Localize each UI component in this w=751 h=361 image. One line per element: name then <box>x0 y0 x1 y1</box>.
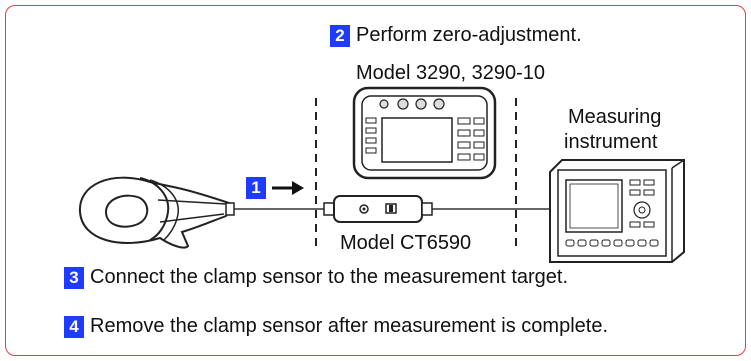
step-3-text: Connect the clamp sensor to the measurem… <box>90 266 569 288</box>
step-2-label: 2 Perform zero-adjustment. <box>330 24 582 47</box>
step-2-text: Perform zero-adjustment. <box>356 24 582 46</box>
step-1-label: 1 <box>246 177 272 199</box>
step-4-label: 4 Remove the clamp sensor after measurem… <box>64 315 608 338</box>
step-2-badge: 2 <box>330 24 350 47</box>
arrow-right-icon <box>272 181 304 195</box>
step-3-badge: 3 <box>64 266 84 289</box>
model-ct6590-label: Model CT6590 <box>340 232 472 254</box>
measuring-instrument-icon <box>549 159 685 263</box>
step-4-text: Remove the clamp sensor after measuremen… <box>90 315 608 337</box>
step-3-label: 3 Connect the clamp sensor to the measur… <box>64 266 568 289</box>
model-3290-device-icon <box>352 86 497 180</box>
ct6590-adapter-icon <box>323 195 433 223</box>
step-4-badge: 4 <box>64 315 84 338</box>
step-1-badge: 1 <box>246 177 266 199</box>
measuring-instrument-label-line2: instrument <box>564 131 658 153</box>
measuring-instrument-label-line1: Measuring <box>568 106 662 128</box>
model-3290-label: Model 3290, 3290-10 <box>356 62 546 84</box>
clamp-sensor-icon <box>78 176 235 249</box>
